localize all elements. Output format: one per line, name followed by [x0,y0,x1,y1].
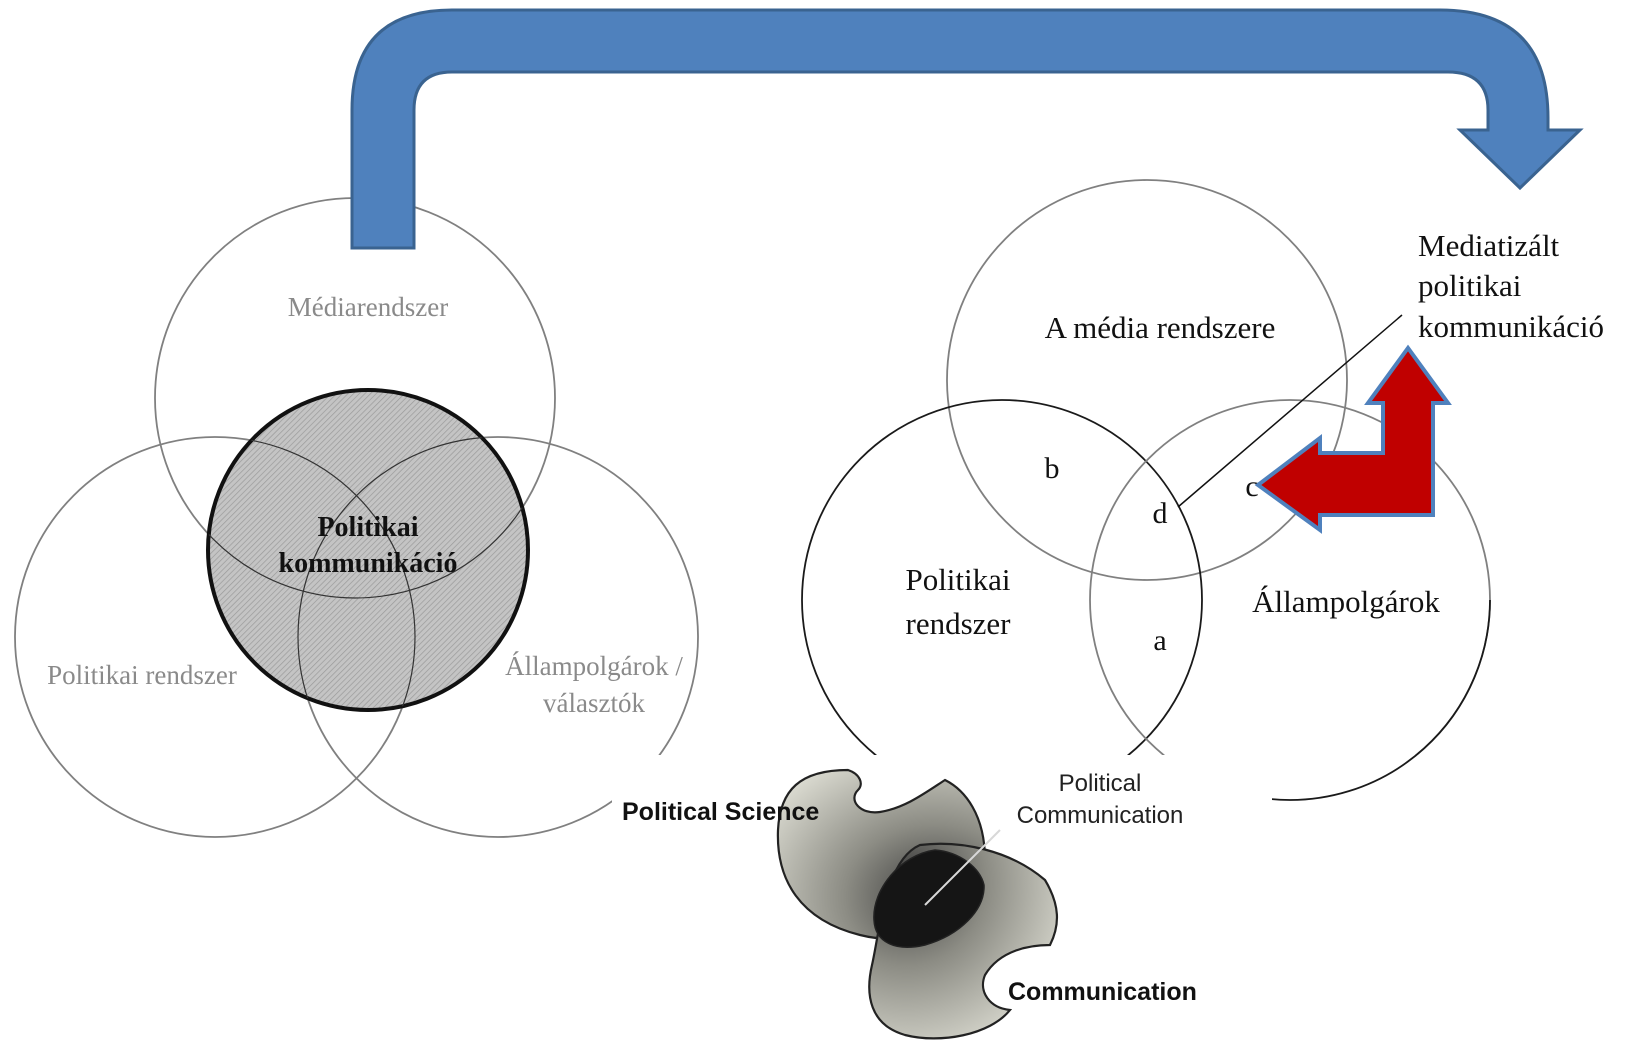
bottom-diagram: Political Science Political Communicatio… [612,755,1272,1044]
political-communication-label-line2: Communication [1017,802,1184,829]
left-center-disc [206,388,530,712]
political-communication-label-line1: Political [1059,770,1142,797]
communication-label: Communication [1008,978,1197,1006]
right-political-label-line2: rendszer [906,606,1012,641]
left-center-label-line1: Politikai [317,512,418,543]
right-region-b: b [1045,452,1060,485]
right-citizens-bottom-arc [1269,599,1491,801]
right-region-c: c [1245,470,1258,503]
right-callout-line3: kommunikáció [1418,309,1604,344]
left-citizens-label-line2: választók [543,688,645,718]
right-political-label-line1: Politikai [905,562,1010,597]
left-citizens-label-line1: Állampolgárok / [505,651,683,681]
political-communication-pointer [924,829,1001,906]
right-callout-line1: Mediatizált [1418,228,1560,263]
left-center-label-line2: kommunikáció [279,548,458,579]
left-political-label: Politikai rendszer [47,660,237,690]
right-media-circle [946,179,1348,581]
right-venn-diagram: A média rendszere Politikai rendszer Áll… [801,179,1604,801]
big-curved-arrow [350,8,1584,250]
right-region-a: a [1153,624,1166,657]
left-venn-diagram: Médiarendszer Politikai rendszer Állampo… [14,197,699,838]
right-callout-line2: politikai [1418,268,1522,303]
political-science-label: Political Science [622,798,819,826]
right-media-label: A média rendszere [1045,310,1276,345]
right-callout-leader-line [1177,314,1403,508]
right-citizens-label: Állampolgárok [1252,584,1440,619]
right-political-circle [801,399,1203,755]
red-bent-arrow [1254,344,1452,534]
right-region-d: d [1153,497,1168,530]
left-media-label: Médiarendszer [288,292,448,322]
